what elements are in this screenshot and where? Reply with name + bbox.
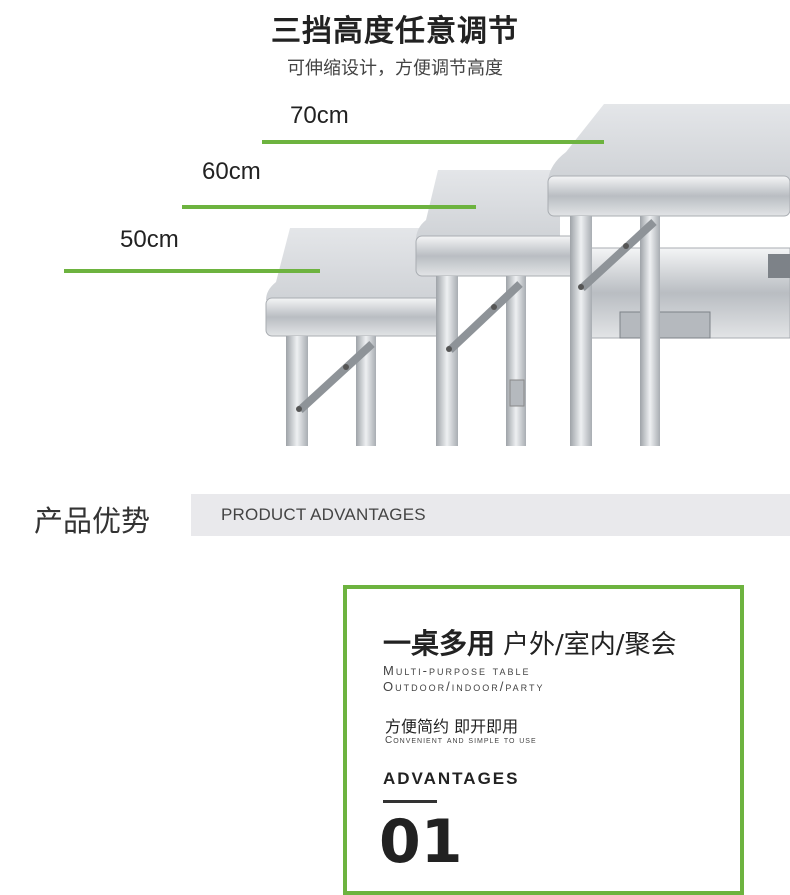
height-label-60cm: 60cm xyxy=(202,158,261,185)
card-cn-subline: 方便简约 即开即用 xyxy=(385,717,519,736)
card-heading-normal: 户外/室内/聚会 xyxy=(503,630,677,660)
card-heading: 一桌多用户外/室内/聚会 xyxy=(383,622,677,662)
table-50cm xyxy=(265,228,447,446)
table-60cm xyxy=(415,170,790,446)
height-label-50cm: 50cm xyxy=(120,226,179,253)
advantage-card: 一桌多用户外/室内/聚会 Multi-purpose table Outdoor… xyxy=(343,585,744,895)
height-line-60cm xyxy=(182,205,476,209)
height-label-70cm: 70cm xyxy=(290,102,349,129)
section-banner: PRODUCT ADVANTAGES xyxy=(191,494,790,536)
section-title: 产品优势 xyxy=(34,504,151,538)
table-70cm xyxy=(547,104,790,446)
folding-table-illustration xyxy=(265,104,790,446)
section-subtitle: PRODUCT ADVANTAGES xyxy=(221,505,426,524)
card-en-line1: Multi-purpose table xyxy=(383,663,531,678)
card-english-text: Multi-purpose table Outdoor/indoor/party xyxy=(383,663,545,695)
card-heading-bold: 一桌多用 xyxy=(383,627,496,660)
advantages-underline xyxy=(383,800,437,803)
page-title: 三挡高度任意调节 xyxy=(271,14,519,49)
height-line-70cm xyxy=(262,140,604,144)
advantage-number: 01 xyxy=(379,807,463,877)
advantages-label: ADVANTAGES xyxy=(383,769,520,788)
card-en-subline: Convenient and simple to use xyxy=(385,735,537,746)
height-line-50cm xyxy=(64,269,320,273)
page-subtitle: 可伸缩设计，方便调节高度 xyxy=(287,58,503,79)
card-en-line2: Outdoor/indoor/party xyxy=(383,679,545,694)
